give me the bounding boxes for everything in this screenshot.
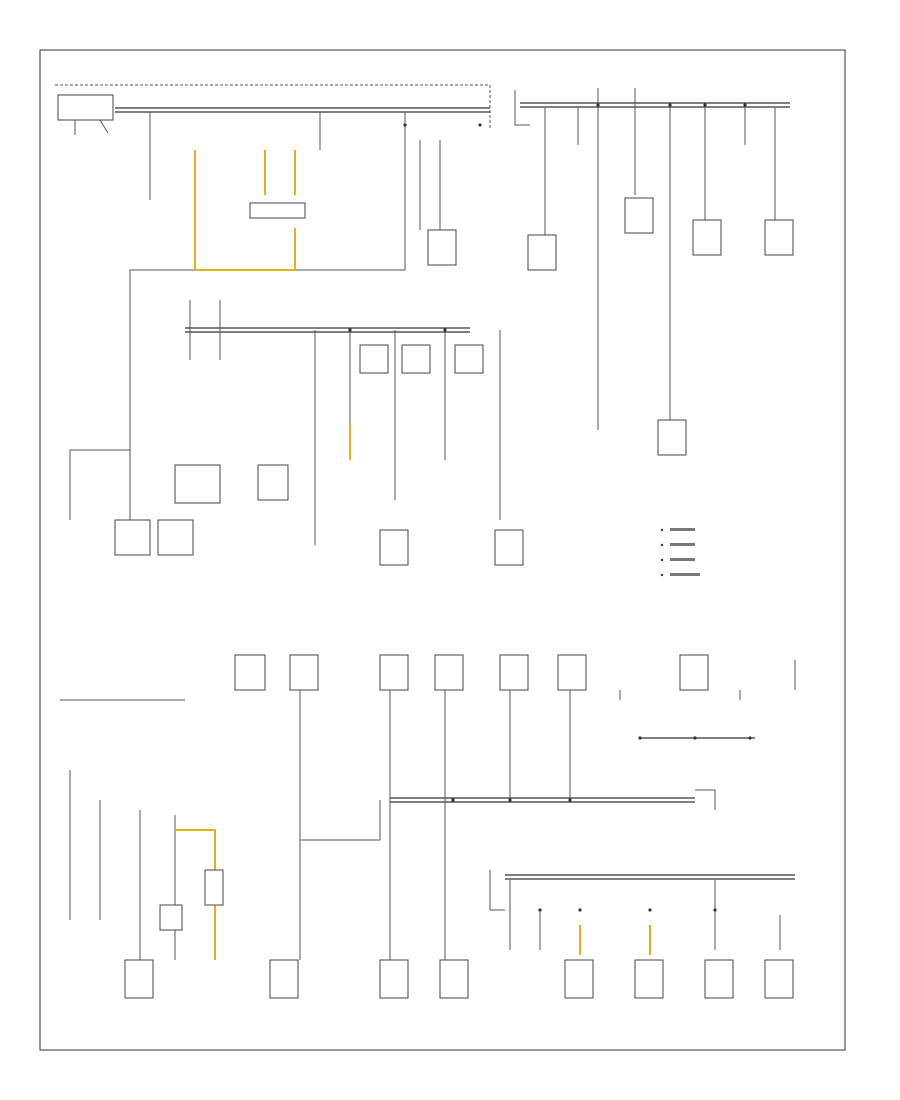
splice-745 — [743, 103, 747, 107]
connector-row-4[interactable] — [434, 654, 464, 691]
lower-harness-upper — [175, 829, 216, 870]
module-mid-1[interactable] — [427, 229, 457, 266]
module-right-3[interactable] — [764, 219, 794, 256]
legend-line-2 — [670, 543, 695, 546]
relay-a[interactable] — [359, 344, 389, 374]
legend-line-1 — [670, 528, 695, 531]
lower-splice-1 — [451, 798, 455, 802]
connector-row-1[interactable] — [234, 654, 266, 691]
component-left-3[interactable] — [174, 464, 221, 504]
ground-splice-3 — [748, 736, 752, 740]
lower-component-small[interactable] — [159, 904, 183, 931]
module-right-1[interactable] — [624, 197, 654, 234]
lower-left-leads — [139, 810, 176, 960]
bottom-component-3[interactable] — [379, 959, 409, 999]
connector-row-7[interactable] — [679, 654, 709, 691]
component-left-1[interactable] — [114, 519, 151, 556]
right-bracket — [514, 90, 530, 126]
ground-splice-1 — [638, 736, 642, 740]
fuse-block-top-left[interactable] — [57, 94, 114, 121]
splice-405 — [403, 123, 407, 127]
splice-480 — [478, 123, 482, 127]
legend-line-4 — [670, 573, 700, 576]
module-mid-1-leads — [419, 140, 441, 230]
lower-splice-2 — [508, 798, 512, 802]
connector-row-3[interactable] — [379, 654, 409, 691]
relay-c[interactable] — [454, 344, 484, 374]
fuse-switch-lead — [74, 119, 109, 135]
component-mid-2[interactable] — [379, 529, 409, 566]
bottom-right-leads — [714, 880, 781, 950]
connector-box-top[interactable] — [249, 202, 306, 219]
lead-300-tie — [300, 800, 381, 841]
module-right-2[interactable] — [692, 219, 722, 256]
lower-connector-yellow[interactable] — [204, 869, 224, 906]
connector-row-5[interactable] — [499, 654, 529, 691]
connector-row-aux-leads — [619, 660, 796, 700]
splice-junction-445 — [443, 328, 447, 332]
lower-splice-3 — [568, 798, 572, 802]
ground-splice-2 — [693, 736, 697, 740]
module-mid-2[interactable] — [527, 234, 557, 271]
top-left-section — [55, 84, 524, 566]
component-mid-1[interactable] — [257, 464, 289, 501]
bottom-component-5[interactable] — [564, 959, 594, 999]
bottom-component-2[interactable] — [269, 959, 299, 999]
lead-405 — [129, 112, 406, 450]
connector-row-6[interactable] — [557, 654, 587, 691]
bottom-component-1[interactable] — [124, 959, 154, 999]
junction-switch-leads — [189, 300, 221, 360]
relay-b[interactable] — [401, 344, 431, 374]
lower-bus-end — [695, 789, 716, 810]
bottom-component-8[interactable] — [764, 959, 794, 999]
legend-line-3 — [670, 558, 695, 561]
bottom-component-4[interactable] — [439, 959, 469, 999]
module-right-4[interactable] — [657, 419, 687, 456]
splice-705 — [703, 103, 707, 107]
component-left-2[interactable] — [157, 519, 194, 556]
top-bracket-dashed — [55, 84, 491, 128]
splice-junction-350 — [348, 328, 352, 332]
diagram-frame — [39, 49, 846, 1051]
bottom-right-bracket — [489, 870, 505, 911]
legend — [660, 528, 700, 577]
top-right-section — [419, 88, 794, 577]
bottom-section — [60, 654, 796, 999]
splice-598 — [596, 103, 600, 107]
lower-left-switch-leads — [69, 770, 101, 920]
bottom-component-7[interactable] — [704, 959, 734, 999]
splice-670 — [668, 103, 672, 107]
component-mid-3[interactable] — [494, 529, 524, 566]
bottom-component-6[interactable] — [634, 959, 664, 999]
connector-row-2[interactable] — [289, 654, 319, 691]
